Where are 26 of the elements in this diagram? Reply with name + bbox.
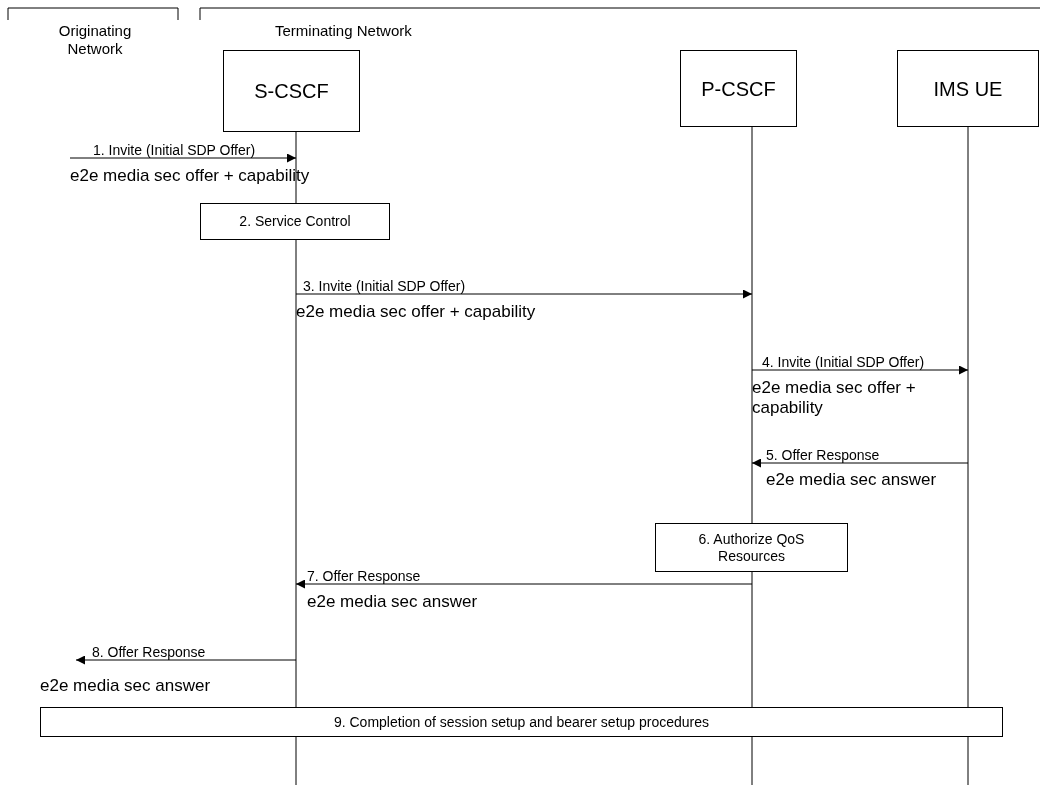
process-box: 9. Completion of session setup and bearer setup procedures <box>40 707 1003 737</box>
network-label: Terminating Network <box>275 22 412 40</box>
message-note: e2e media sec answer <box>40 676 211 696</box>
message-arrow <box>295 289 753 299</box>
message-arrow <box>751 365 969 375</box>
message-note: e2e media sec offer + capability <box>752 378 917 418</box>
message-label: 7. Offer Response <box>307 568 421 584</box>
message-label: 4. Invite (Initial SDP Offer) <box>762 354 925 370</box>
message-label: 8. Offer Response <box>92 644 206 660</box>
message-label: 5. Offer Response <box>766 447 880 463</box>
message-arrow <box>751 458 969 468</box>
message-arrow <box>295 579 753 589</box>
message-note: e2e media sec answer <box>766 470 937 490</box>
message-note: e2e media sec offer + capability <box>70 166 310 186</box>
process-box: 2. Service Control <box>200 203 390 240</box>
network-label: Originating Network <box>30 22 160 58</box>
entity-box: IMS UE <box>897 50 1039 127</box>
message-note: e2e media sec answer <box>307 592 478 612</box>
message-label: 1. Invite (Initial SDP Offer) <box>93 142 256 158</box>
message-arrow <box>75 655 297 665</box>
process-box: 6. Authorize QoS Resources <box>655 523 848 572</box>
message-arrow <box>69 153 297 163</box>
entity-box: P-CSCF <box>680 50 797 127</box>
message-note: e2e media sec offer + capability <box>296 302 536 322</box>
entity-box: S-CSCF <box>223 50 360 132</box>
message-label: 3. Invite (Initial SDP Offer) <box>303 278 466 294</box>
